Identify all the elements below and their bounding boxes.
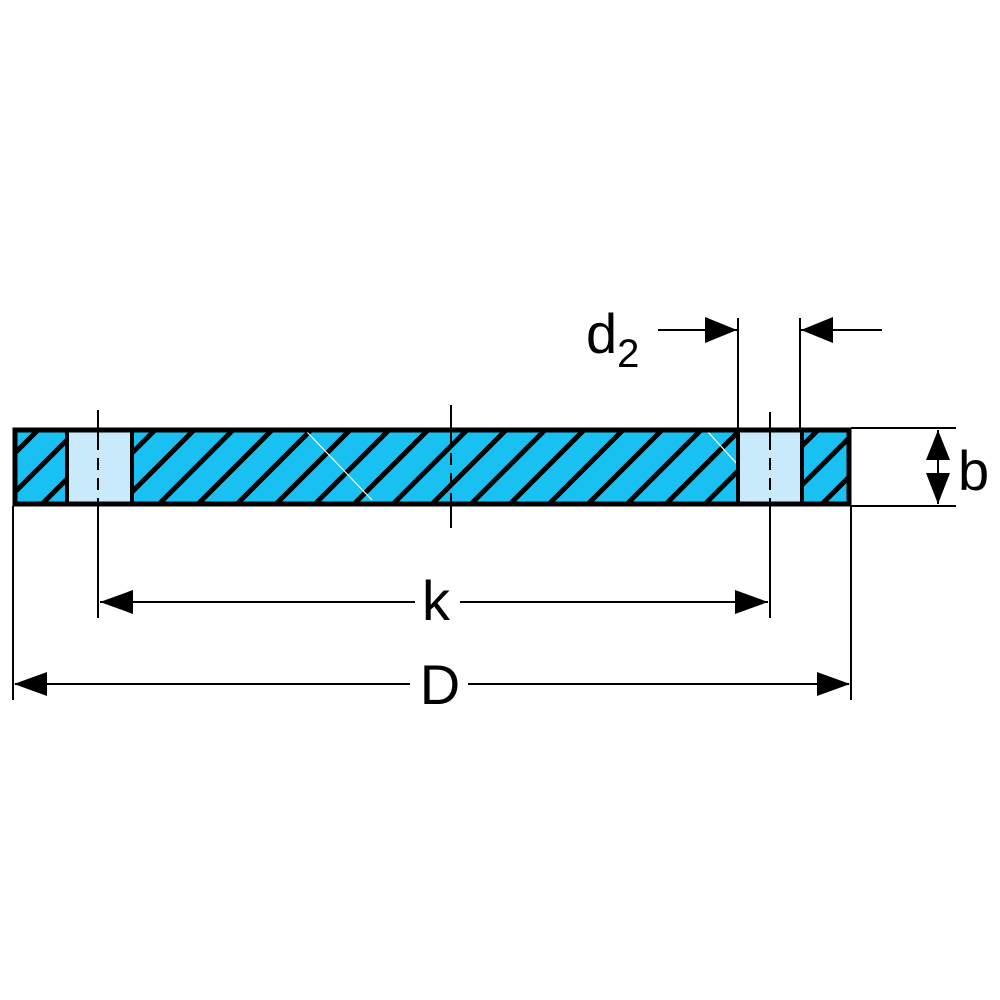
arrowhead-up-icon — [926, 430, 950, 460]
extension-lines — [12, 318, 956, 700]
plate-segment-middle — [132, 430, 738, 504]
plate-outline — [12, 427, 852, 507]
plate-section — [12, 427, 852, 507]
label-D: D — [420, 653, 460, 716]
label-d2: d2 — [586, 302, 639, 376]
center-lines — [97, 405, 771, 622]
arrowhead-left-icon — [801, 317, 833, 343]
arrowhead-right-icon — [735, 590, 768, 614]
arrowhead-left-icon — [100, 590, 133, 614]
label-d2-main: d — [586, 302, 617, 365]
dimension-D: D — [14, 653, 850, 716]
hatch-artifact-line — [707, 431, 739, 466]
hatch-artifact-line — [306, 431, 373, 501]
bolt-hole-left — [67, 430, 132, 504]
label-k: k — [422, 569, 451, 632]
dimension-d2: d2 — [586, 302, 882, 376]
label-d2-subscript: 2 — [617, 332, 639, 376]
arrowhead-down-icon — [926, 473, 950, 504]
arrowhead-right-icon — [705, 317, 737, 343]
plate-segment-left — [15, 430, 67, 504]
dimension-b: b — [926, 430, 989, 504]
plate-segment-right — [802, 430, 849, 504]
dimension-k: k — [100, 569, 768, 632]
arrowhead-left-icon — [14, 672, 47, 696]
arrowhead-right-icon — [817, 672, 850, 696]
label-b: b — [958, 439, 989, 502]
